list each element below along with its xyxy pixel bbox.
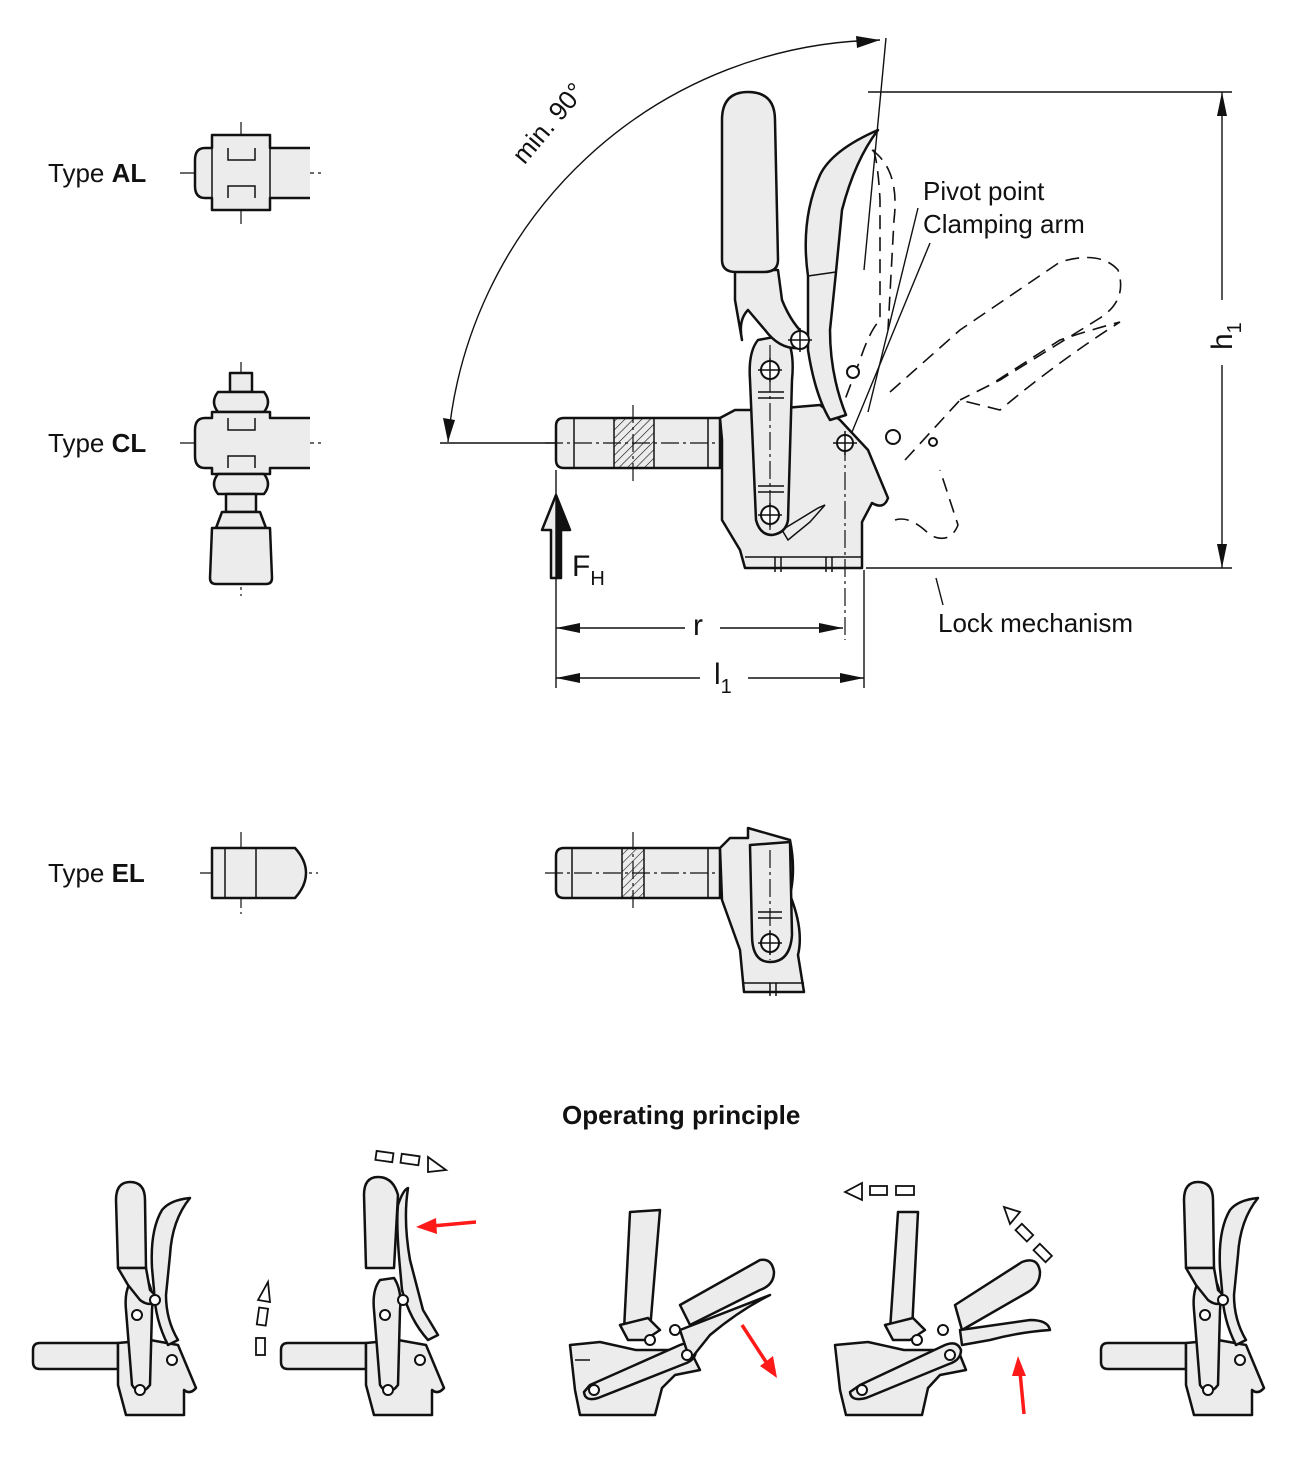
op-step-3: [568, 1208, 777, 1417]
op-step-4: [833, 1181, 1054, 1417]
type-cl-label: Type CL: [48, 428, 147, 458]
main-clamp-drawing: [440, 36, 1232, 688]
operating-principle-title: Operating principle: [562, 1100, 801, 1130]
pivot-point-label: Pivot point: [923, 176, 1045, 206]
op-step-2-arrows: [255, 1149, 477, 1356]
dimension-h1-label: h1: [1206, 322, 1246, 350]
clamping-arm-label: Clamping arm: [923, 209, 1085, 239]
type-cl-arm-end: [180, 362, 322, 596]
op-step-5: [1099, 1180, 1266, 1417]
type-al-label: Type AL: [48, 158, 147, 188]
type-el-label: Type EL: [48, 858, 145, 888]
lock-mechanism-label: Lock mechanism: [938, 608, 1134, 638]
type-al-arm-end: [180, 122, 322, 224]
force-label: FH: [572, 550, 605, 590]
dimension-r-label: r: [693, 609, 703, 642]
type-el-arm-end: [200, 832, 318, 914]
op-step-2: [279, 1175, 446, 1417]
type-el-side-view: [545, 826, 806, 996]
dimension-l1-label: l1: [714, 658, 732, 698]
op-step-1: [31, 1180, 198, 1417]
